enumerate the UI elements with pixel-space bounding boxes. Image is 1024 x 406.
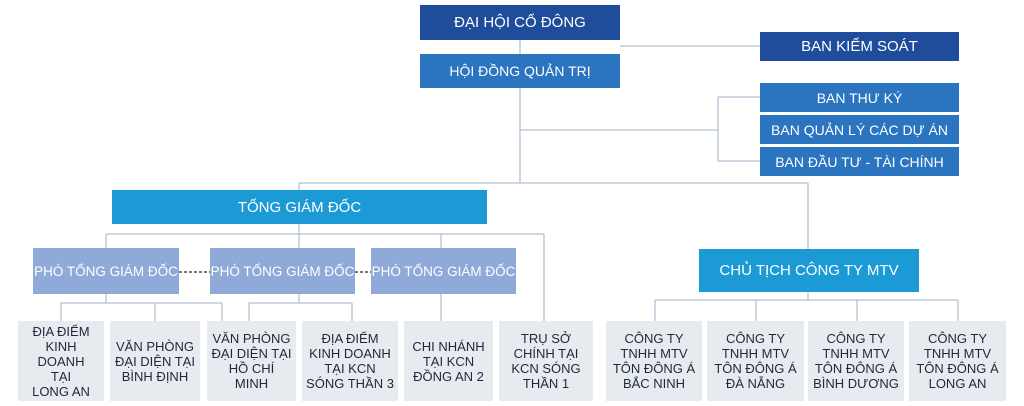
unit-box: ĐỊA ĐIỂM KINH DOANH TẠI KCN SÓNG THẦN 3 [302,321,398,401]
board-of-directors-box: HỘI ĐỒNG QUẢN TRỊ [420,54,620,88]
deputy-ceo-box: PHÓ TỔNG GIÁM ĐỐC [33,248,179,294]
secretary-board-box: BAN THƯ KÝ [760,83,959,112]
unit-box: CHI NHÁNH TẠI KCN ĐỒNG AN 2 [404,321,493,401]
deputy-ceo-box: PHÓ TỔNG GIÁM ĐỐC [210,248,355,294]
project-management-board-box: BAN QUẢN LÝ CÁC DỰ ÁN [760,115,959,144]
shareholders-meeting-box: ĐẠI HỘI CỔ ĐÔNG [420,5,620,40]
unit-box: VĂN PHÒNG ĐẠI DIỆN TẠI HỒ CHÍ MINH [207,321,296,401]
subsidiary-box: CÔNG TY TNHH MTV TÔN ĐÔNG Á BẮC NINH [606,321,702,401]
deputy-ceo-box: PHÓ TỔNG GIÁM ĐỐC [371,248,516,294]
subsidiary-box: CÔNG TY TNHH MTV TÔN ĐÔNG Á LONG AN [909,321,1006,401]
mtv-chairman-box: CHỦ TỊCH CÔNG TY MTV [699,249,919,292]
supervisory-board-box: BAN KIỂM SOÁT [760,32,959,61]
unit-box: ĐỊA ĐIỂM KINH DOANH TẠI LONG AN [18,321,104,401]
ceo-box: TỔNG GIÁM ĐỐC [112,190,487,224]
subsidiary-box: CÔNG TY TNHH MTV TÔN ĐÔNG Á ĐÀ NẴNG [707,321,804,401]
unit-box: VĂN PHÒNG ĐẠI DIỆN TẠI BÌNH ĐỊNH [110,321,200,401]
investment-finance-board-box: BAN ĐẦU TƯ - TÀI CHÍNH [760,147,959,176]
subsidiary-box: CÔNG TY TNHH MTV TÔN ĐÔNG Á BÌNH DƯƠNG [808,321,904,401]
unit-box: TRỤ SỞ CHÍNH TẠI KCN SÓNG THẦN 1 [499,321,593,401]
